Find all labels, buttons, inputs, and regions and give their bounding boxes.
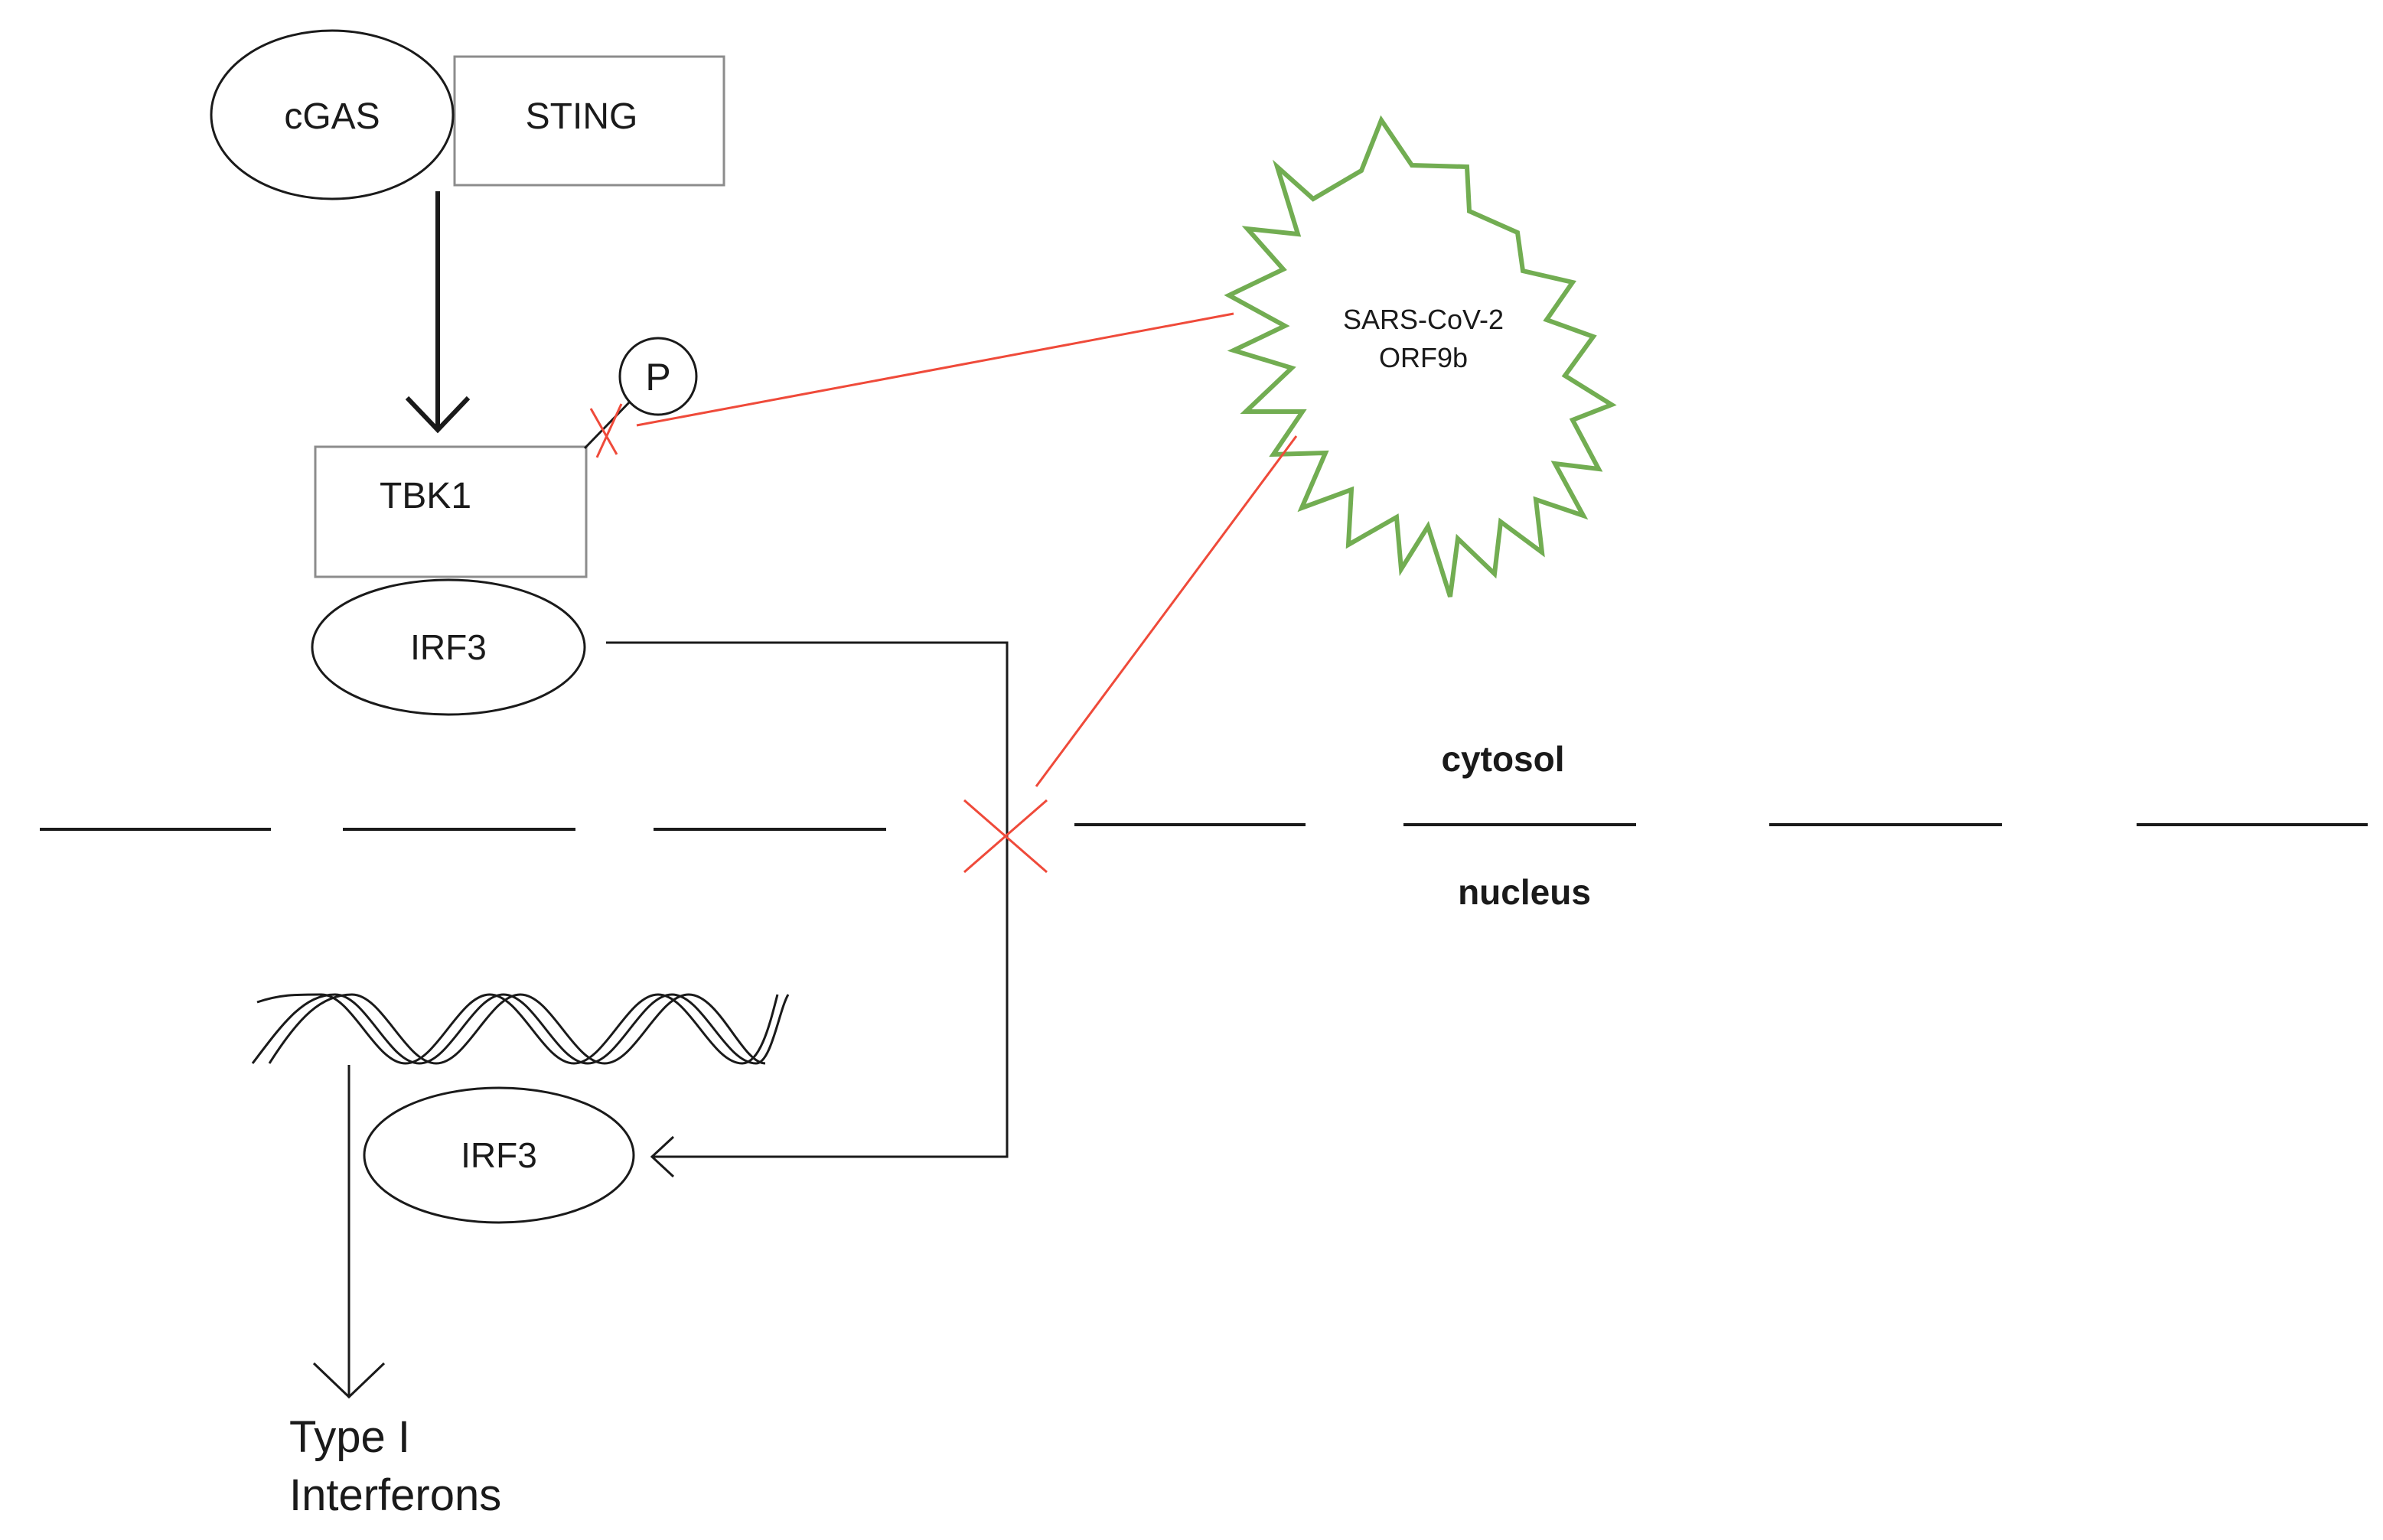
nuclear-membrane bbox=[40, 823, 2368, 831]
virus-label-line1: SARS-CoV-2 bbox=[1343, 304, 1504, 335]
cgas-sting-complex: STING cGAS bbox=[210, 29, 725, 200]
cgas-ellipse bbox=[210, 29, 455, 200]
cgas-label: cGAS bbox=[284, 96, 380, 137]
tbk1-label: TBK1 bbox=[380, 476, 471, 516]
irf3-cytosol-label: IRF3 bbox=[410, 627, 487, 667]
tbk1-box bbox=[314, 445, 588, 578]
irf3-cytosol: IRF3 bbox=[311, 578, 586, 716]
phosphorylation-site: P bbox=[583, 337, 698, 450]
virus-label-line2: ORF9b bbox=[1379, 342, 1468, 373]
transcription-arrow bbox=[312, 1065, 386, 1399]
phospho-circle bbox=[618, 337, 698, 416]
nucleus-label: nucleus bbox=[1458, 872, 1591, 912]
inhibition-nuclear-import bbox=[963, 435, 1298, 874]
translocation-path bbox=[606, 641, 1009, 1178]
output-label-line1: Type I bbox=[289, 1412, 410, 1462]
output-label-line2: Interferons bbox=[289, 1470, 501, 1520]
dna-helix-icon bbox=[251, 993, 790, 1065]
irf3-cytosol-ellipse bbox=[311, 578, 586, 716]
irf3-nucleus: IRF3 bbox=[363, 1086, 635, 1224]
irf3-nucleus-ellipse bbox=[363, 1086, 635, 1224]
phospho-label: P bbox=[645, 356, 670, 399]
phospho-bond bbox=[583, 398, 634, 450]
virus-orf9b: SARS-CoV-2 ORF9b bbox=[1224, 115, 1617, 597]
inhibition-phosphorylation bbox=[589, 312, 1234, 458]
virus-starburst-shape bbox=[1224, 115, 1617, 597]
sting-box bbox=[453, 55, 725, 187]
irf3-nucleus-label: IRF3 bbox=[461, 1135, 537, 1175]
tbk1-node: TBK1 bbox=[314, 445, 588, 578]
sting-label: STING bbox=[526, 96, 638, 137]
activation-arrow bbox=[405, 191, 471, 434]
cytosol-label: cytosol bbox=[1441, 739, 1564, 779]
